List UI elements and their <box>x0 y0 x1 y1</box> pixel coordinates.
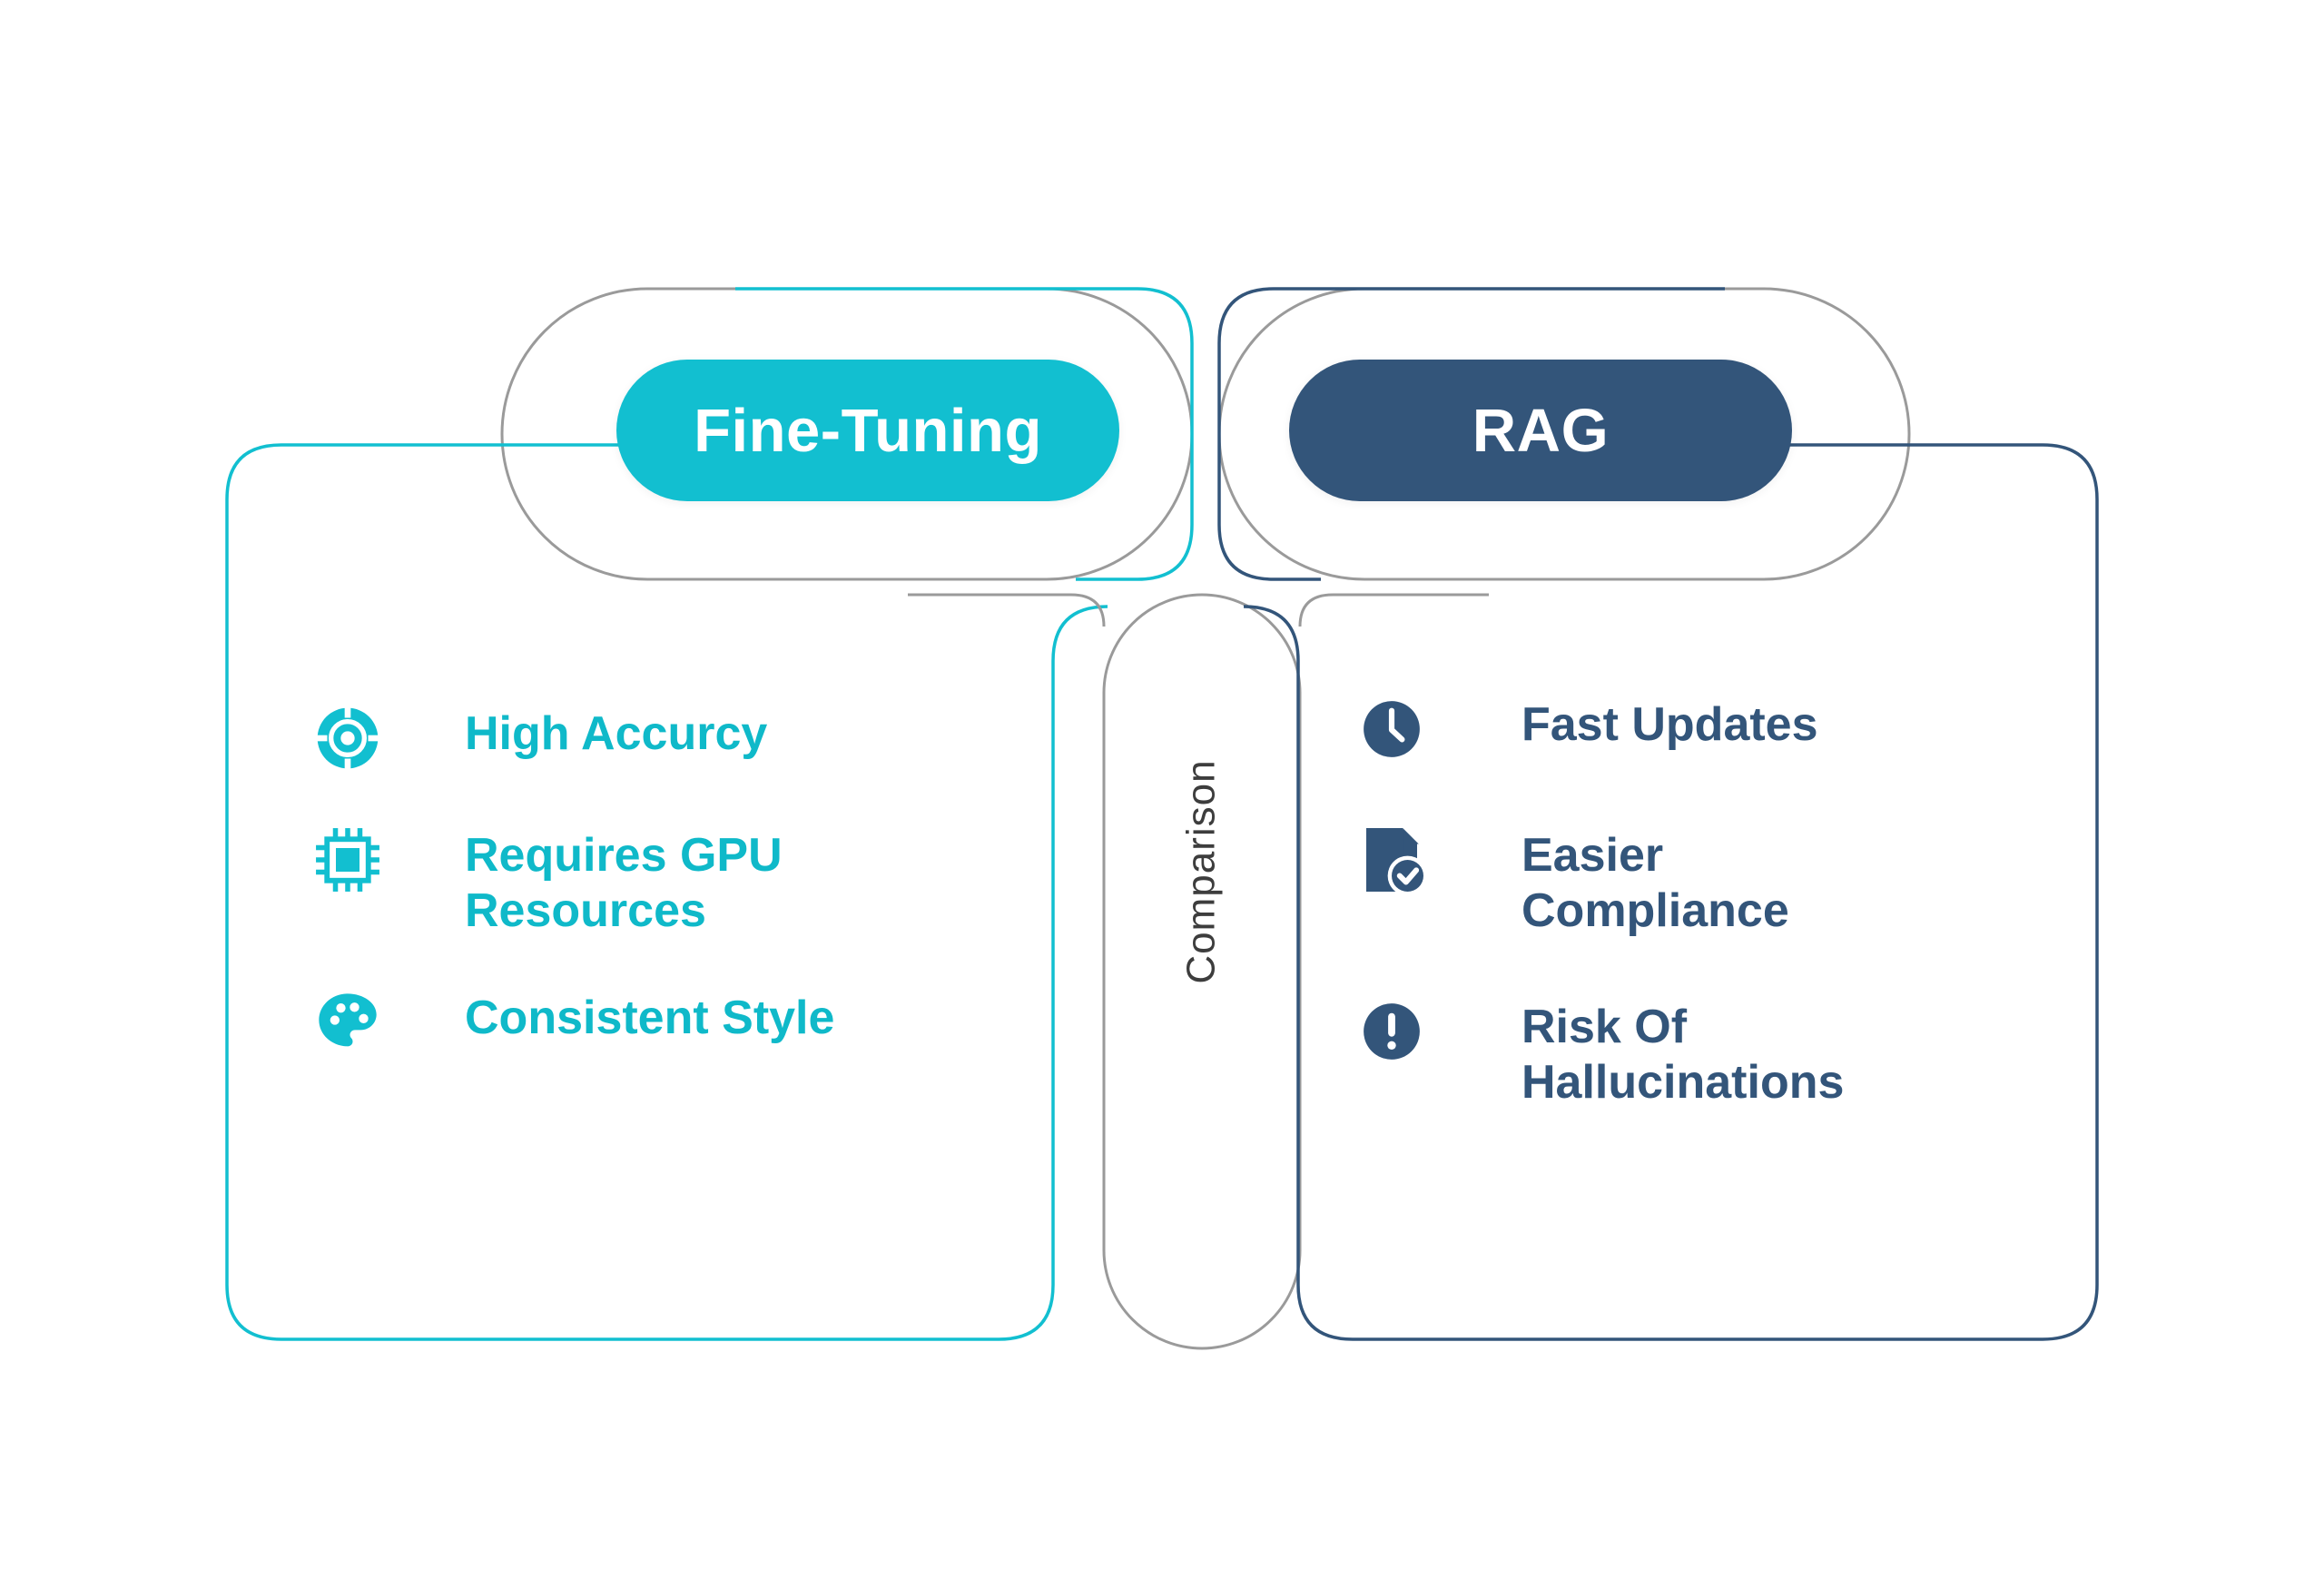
rag-title-label: RAG <box>1472 396 1610 465</box>
gray-hook-left <box>908 593 1106 627</box>
rag-title-pill[interactable]: RAG <box>1289 360 1792 501</box>
list-item: Easier Compliance <box>1353 821 2106 940</box>
list-item-label: Risk Of Hallucinations <box>1521 1000 1845 1110</box>
list-item-label: High Accurcy <box>465 707 768 760</box>
list-item: Risk Of Hallucinations <box>1353 992 2106 1111</box>
rag-feature-list: Fast Updates Easier Compliance <box>1353 690 2106 1163</box>
clock-icon <box>1353 690 1431 768</box>
target-icon <box>309 699 387 777</box>
comparison-label: Comparison <box>1093 708 1311 1035</box>
list-item-label: Fast Updates <box>1521 698 1818 751</box>
list-item: Consistent Style <box>309 983 1062 1061</box>
document-check-icon <box>1353 821 1431 899</box>
fine-tuning-title-pill[interactable]: Fine-Tuning <box>616 360 1119 501</box>
palette-icon <box>309 983 387 1061</box>
list-item-label: Consistent Style <box>465 991 835 1044</box>
list-item: Requires GPU Resources <box>309 821 1062 940</box>
fine-tuning-feature-list: High Accurcy Requires GPU Resources <box>309 699 1062 1105</box>
list-item: Fast Updates <box>1353 690 2106 768</box>
list-item: High Accurcy <box>309 699 1062 777</box>
comparison-label-text: Comparison <box>1179 759 1224 984</box>
list-item-label: Easier Compliance <box>1521 829 1789 938</box>
fine-tuning-title-label: Fine-Tuning <box>694 396 1042 465</box>
gray-hook-right <box>1298 593 1489 627</box>
cpu-chip-icon <box>309 821 387 899</box>
exclamation-circle-icon <box>1353 992 1431 1071</box>
list-item-label: Requires GPU Resources <box>465 829 783 938</box>
